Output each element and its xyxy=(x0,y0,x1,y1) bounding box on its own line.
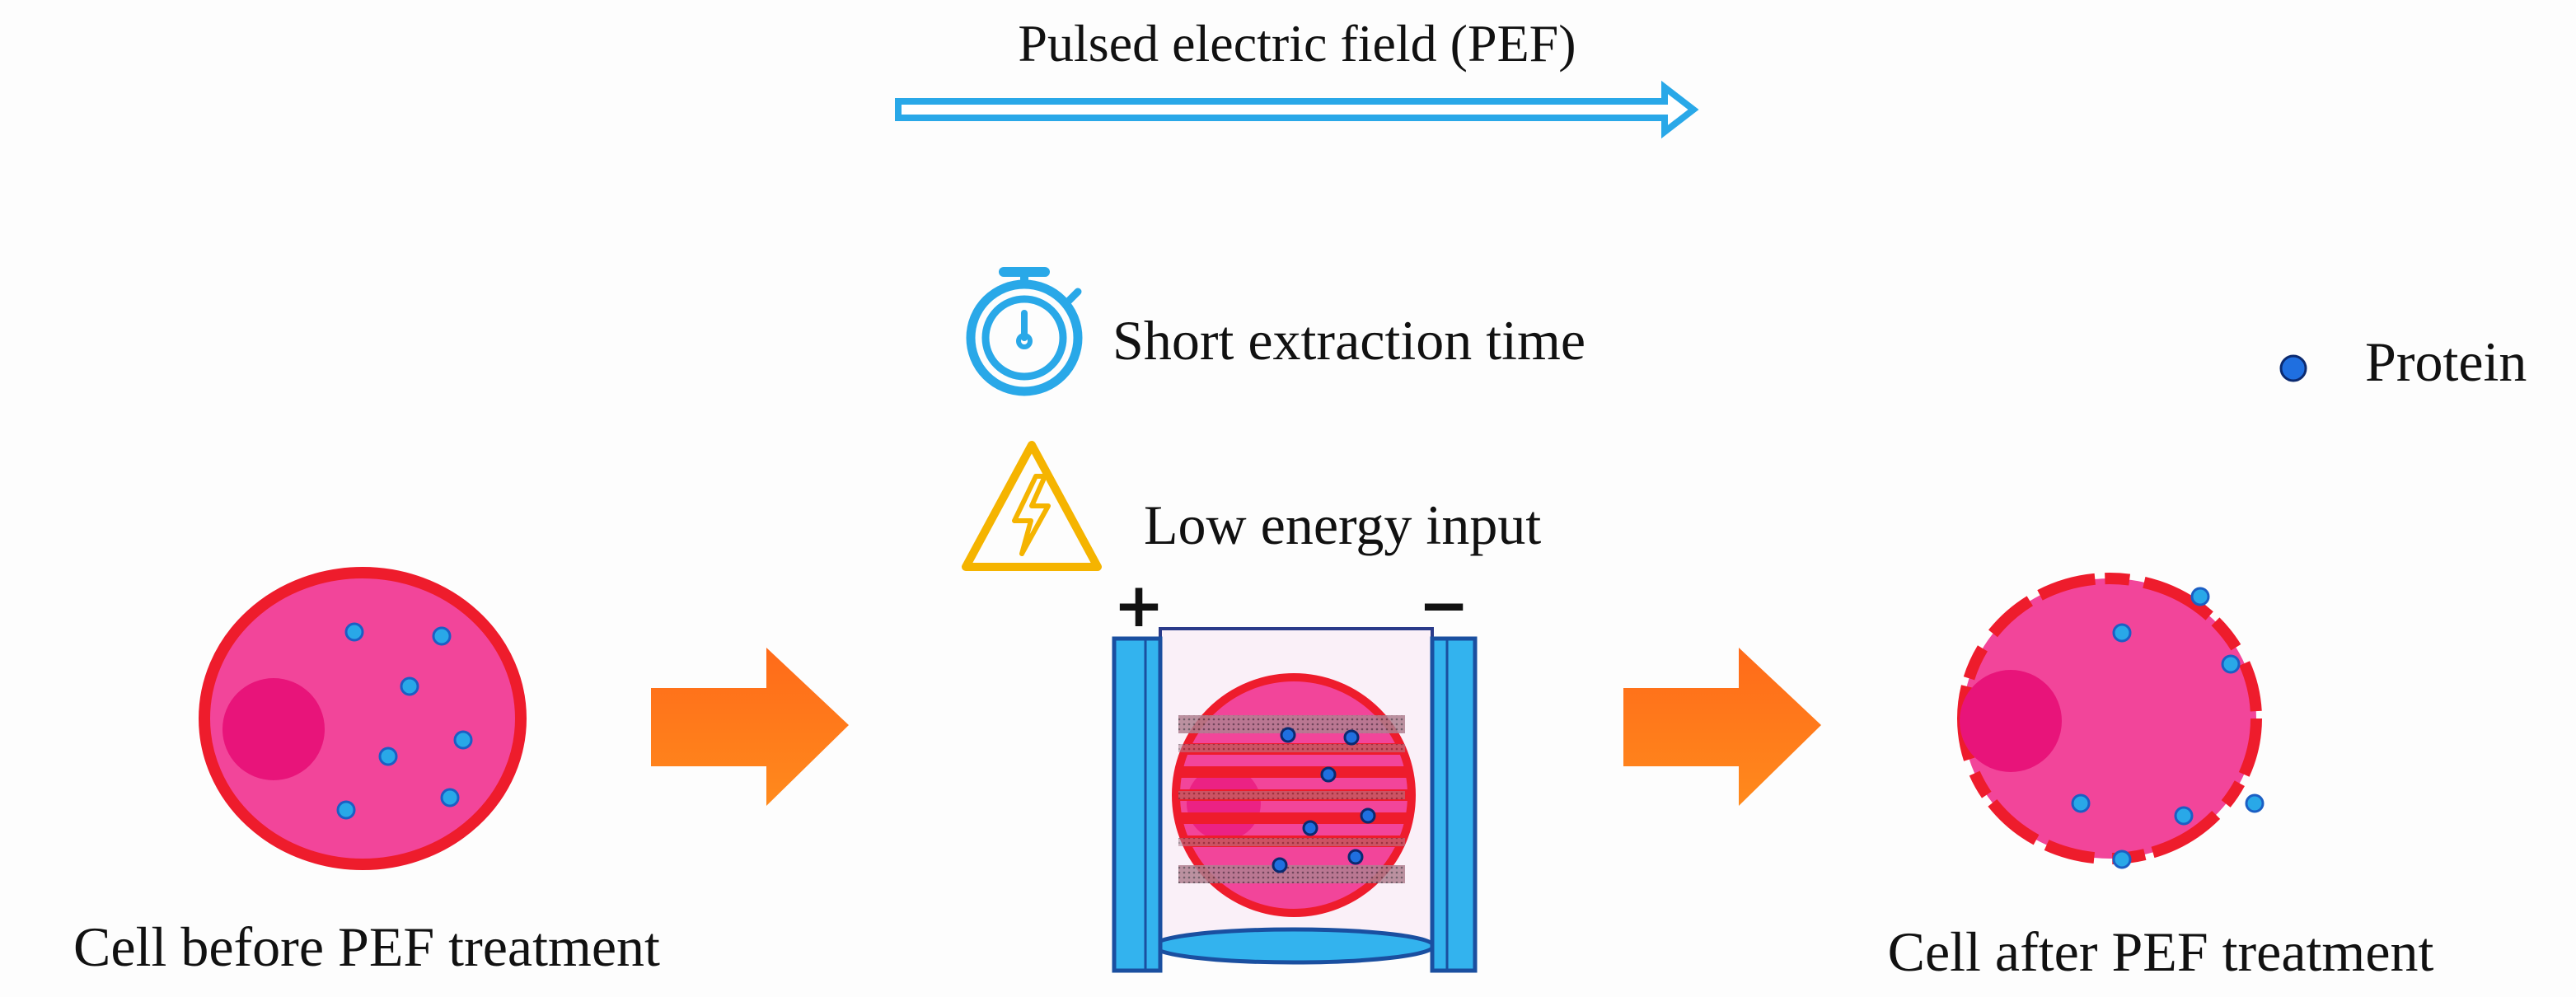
nucleus xyxy=(222,678,325,780)
caption-after: Cell after PEF treatment xyxy=(1888,920,2434,983)
negative-electrode xyxy=(1430,636,1478,973)
benefit-label-energy-input: Low energy input xyxy=(1144,494,1541,556)
pef-treatment-chamber: + − xyxy=(1112,570,1478,973)
protein-legend-marker xyxy=(2279,354,2307,382)
benefit-label-extraction-time: Short extraction time xyxy=(1112,309,1585,372)
pef-title: Pulsed electric field (PEF) xyxy=(1018,14,1576,73)
nucleus xyxy=(1960,670,2062,772)
chamber-base xyxy=(1151,927,1436,965)
negative-terminal-label: − xyxy=(1418,570,1469,641)
protein-legend-label: Protein xyxy=(2365,330,2527,393)
field-direction-arrow xyxy=(895,80,1699,139)
protein-dots xyxy=(336,622,473,820)
process-arrow-2 xyxy=(1623,648,1821,806)
high-voltage-warning-icon xyxy=(962,441,1102,571)
positive-terminal-label: + xyxy=(1113,570,1164,641)
positive-electrode xyxy=(1112,636,1163,973)
cell-after-treatment xyxy=(1957,573,2265,869)
stopwatch-icon xyxy=(966,267,1083,396)
protein-dots xyxy=(2071,587,2265,869)
electroporation-bands xyxy=(1176,715,1412,883)
cell-before-treatment xyxy=(199,567,527,870)
protein-dots xyxy=(1272,727,1376,873)
caption-before: Cell before PEF treatment xyxy=(73,915,660,978)
process-arrow-1 xyxy=(651,648,849,806)
